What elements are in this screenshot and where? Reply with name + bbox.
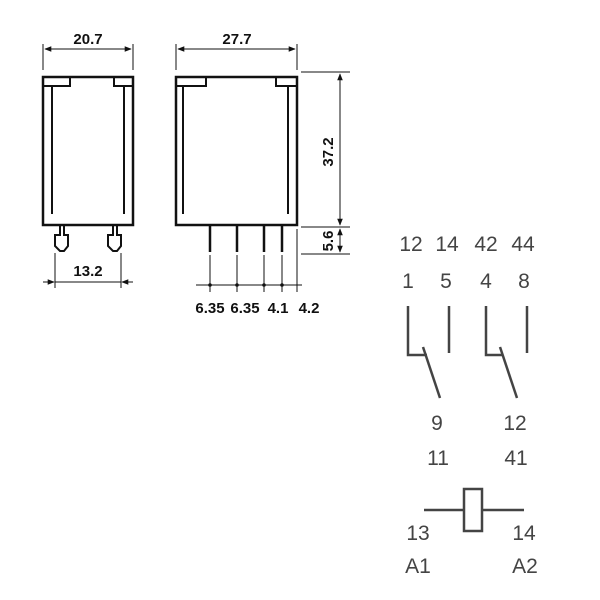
contact-1-no-iec-label: 14 xyxy=(435,233,459,256)
contact-2-nc-iec-label: 42 xyxy=(474,233,497,256)
side-view-pin-left xyxy=(54,225,69,252)
coil-left-iec-label: A1 xyxy=(405,555,431,578)
contact-2-nc-terminal xyxy=(484,306,503,357)
dim-front-width-label: 27.7 xyxy=(222,31,251,48)
dim-side-width-label: 20.7 xyxy=(73,31,102,48)
wiring-schematic: 12 14 1 5 9 11 42 44 4 8 12 41 13 xyxy=(399,233,538,578)
dim-pitch-4-label: 4.2 xyxy=(299,300,320,317)
side-view-pin-right xyxy=(107,225,122,252)
dim-height-label: 37.2 xyxy=(320,137,337,166)
dim-side-width: 20.7 xyxy=(42,31,134,70)
contact-2: 42 44 4 8 12 41 xyxy=(474,233,535,470)
coil-symbol xyxy=(462,487,484,533)
contact-1-nc-iec-label: 12 xyxy=(399,233,422,256)
dim-front-width: 27.7 xyxy=(175,31,298,70)
side-view-latch-right xyxy=(113,77,133,87)
coil-right-iec-label: A2 xyxy=(512,555,538,578)
front-view-latch-right xyxy=(275,77,297,87)
contact-1: 12 14 1 5 9 11 xyxy=(399,233,459,470)
side-view-body xyxy=(41,75,135,227)
side-view xyxy=(41,75,135,252)
coil: 13 14 A1 A2 xyxy=(405,487,538,578)
dim-pin-length: 5.6 xyxy=(301,228,350,255)
contact-1-common-old-label: 9 xyxy=(431,412,443,435)
contact-1-nc-old-label: 1 xyxy=(402,270,414,293)
dim-pin-length-label: 5.6 xyxy=(320,231,337,252)
contact-2-switch-blade xyxy=(498,346,519,399)
front-view-latch-left xyxy=(176,77,207,87)
dim-pin-pitch: 6.35 6.35 4.1 4.2 xyxy=(195,229,319,317)
coil-right-old-label: 14 xyxy=(512,522,536,545)
front-view-pins xyxy=(208,225,284,252)
dim-pitch-3-label: 4.1 xyxy=(268,300,289,317)
contact-1-switch-blade xyxy=(421,346,442,399)
dim-pitch-1-label: 6.35 xyxy=(195,300,224,317)
contact-1-common-iec-label: 11 xyxy=(427,447,449,470)
contact-2-no-old-label: 8 xyxy=(518,270,530,293)
contact-2-common-old-label: 12 xyxy=(503,412,526,435)
front-view xyxy=(174,75,299,252)
dim-side-pin-spacing: 13.2 xyxy=(43,253,133,288)
dim-pitch-2-label: 6.35 xyxy=(230,300,259,317)
front-view-body xyxy=(174,75,299,227)
contact-2-common-iec-label: 41 xyxy=(504,447,527,470)
side-view-latch-left xyxy=(43,77,71,87)
coil-left-old-label: 13 xyxy=(406,522,429,545)
contact-1-nc-terminal xyxy=(406,306,427,357)
dim-height: 37.2 xyxy=(301,71,350,228)
contact-1-no-old-label: 5 xyxy=(440,270,452,293)
contact-2-nc-old-label: 4 xyxy=(480,270,492,293)
contact-2-no-iec-label: 44 xyxy=(511,233,535,256)
dim-side-pin-spacing-label: 13.2 xyxy=(73,263,102,280)
